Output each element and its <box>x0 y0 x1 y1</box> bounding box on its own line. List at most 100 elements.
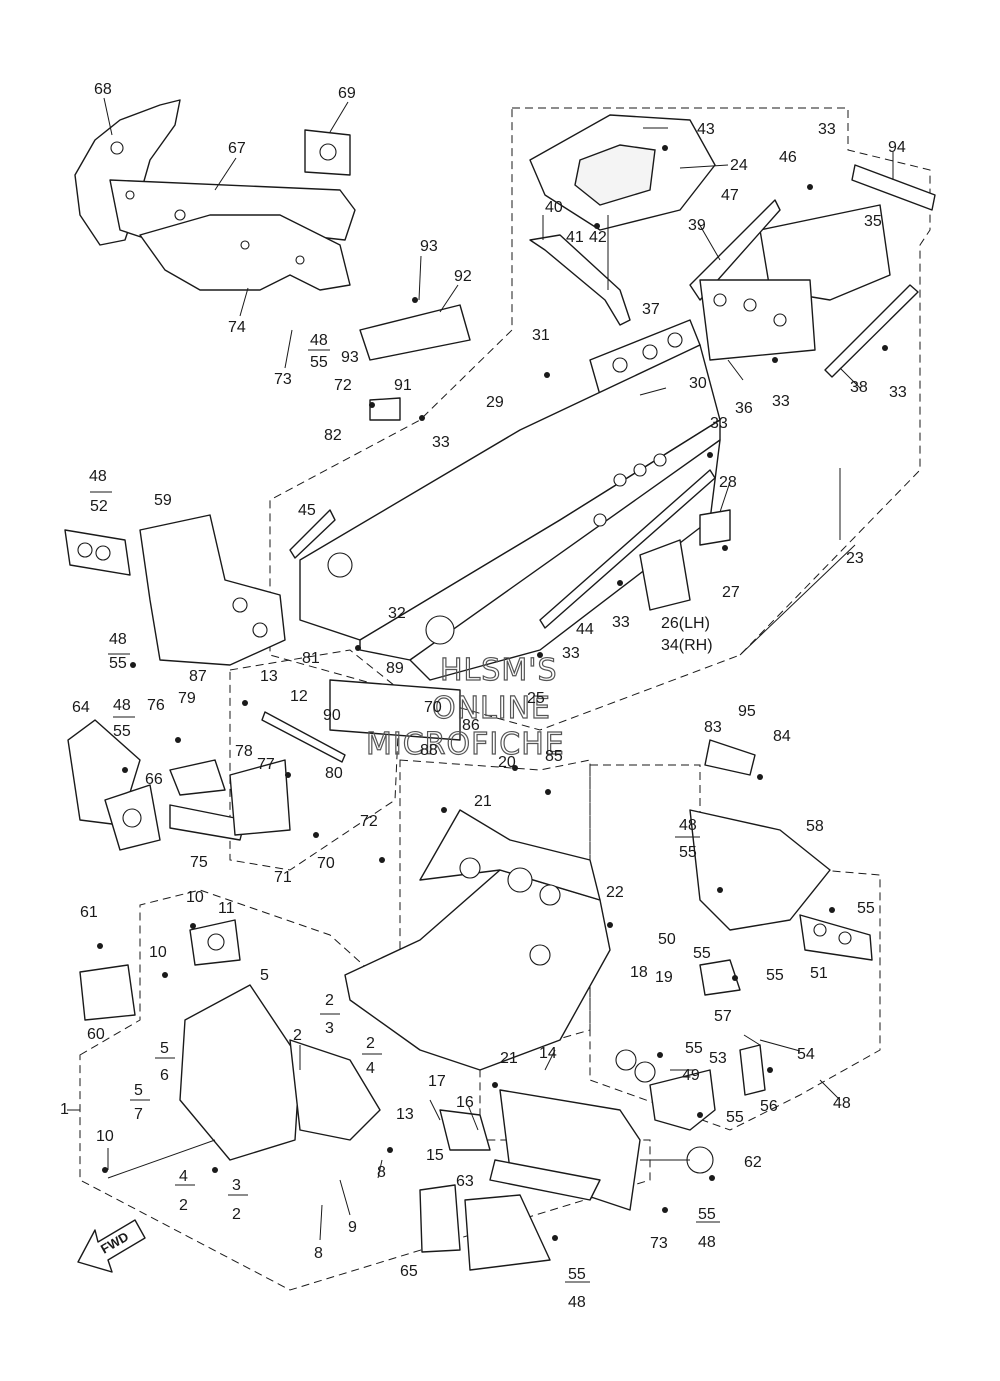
callout-11: 11 <box>218 900 235 917</box>
callout-15: 15 <box>426 1147 444 1164</box>
callout-brackets <box>90 349 720 1283</box>
callout-67: 67 <box>228 140 246 157</box>
callout-16: 16 <box>456 1094 474 1111</box>
callout-33: 33 <box>818 121 836 138</box>
callout-34-rh: 34(RH) <box>661 637 713 654</box>
callout-29: 29 <box>486 394 504 411</box>
callout-81: 81 <box>302 650 320 667</box>
callout-55: 55 <box>693 945 711 962</box>
callout-55: 55 <box>568 1266 586 1283</box>
callout-55: 55 <box>685 1040 703 1057</box>
callout-45: 45 <box>298 502 316 519</box>
callout-44: 44 <box>576 621 594 638</box>
callout-87: 87 <box>189 668 207 685</box>
callout-95: 95 <box>738 703 756 720</box>
callout-47: 47 <box>721 187 739 204</box>
callout-82: 82 <box>324 427 342 444</box>
tunnel-frame <box>289 304 731 681</box>
callout-61: 61 <box>80 904 98 921</box>
callout-58: 58 <box>806 818 824 835</box>
callout-84: 84 <box>773 728 791 745</box>
callout-94: 94 <box>888 139 906 156</box>
callout-6: 6 <box>160 1067 169 1084</box>
callout-37: 37 <box>642 301 660 318</box>
callout-77: 77 <box>257 756 275 773</box>
callout-36: 36 <box>735 400 753 417</box>
fasteners <box>97 145 888 1241</box>
callout-22: 22 <box>606 884 624 901</box>
part-67-front-frame <box>74 99 356 291</box>
callout-24: 24 <box>730 157 748 174</box>
callout-71: 71 <box>274 869 292 886</box>
callout-3: 3 <box>325 1020 334 1037</box>
callout-19: 19 <box>655 969 673 986</box>
part-69-bracket <box>304 129 351 176</box>
watermark-line-1: HLSM'S <box>440 653 558 688</box>
callout-4: 4 <box>179 1168 188 1185</box>
callout-32: 32 <box>388 605 406 622</box>
callout-21: 21 <box>474 793 492 810</box>
callout-25: 25 <box>527 690 545 707</box>
callout-52: 52 <box>90 498 108 515</box>
callout-33: 33 <box>432 434 450 451</box>
callout-62: 62 <box>744 1154 762 1171</box>
callout-10: 10 <box>186 889 204 906</box>
callout-73: 73 <box>274 371 292 388</box>
callout-3: 3 <box>232 1177 241 1194</box>
callout-50: 50 <box>658 931 676 948</box>
callout-83: 83 <box>704 719 722 736</box>
callout-91: 91 <box>394 377 412 394</box>
callout-56: 56 <box>760 1098 778 1115</box>
callout-5: 5 <box>260 967 269 984</box>
callout-28: 28 <box>719 474 737 491</box>
callout-41: 41 <box>566 229 584 246</box>
callout-31: 31 <box>532 327 550 344</box>
callout-63: 63 <box>456 1173 474 1190</box>
callout-80: 80 <box>325 765 343 782</box>
callout-79: 79 <box>178 690 196 707</box>
callout-2: 2 <box>179 1197 188 1214</box>
callout-54: 54 <box>797 1046 815 1063</box>
watermark-line-2: ONLINE <box>432 691 551 726</box>
callout-55: 55 <box>698 1206 716 1223</box>
callout-48: 48 <box>679 817 697 834</box>
callout-numbers: 68 69 67 74 73 48 55 93 92 93 91 72 82 3… <box>60 81 907 1311</box>
callout-10: 10 <box>96 1128 114 1145</box>
callout-21: 21 <box>500 1050 518 1067</box>
callout-89: 89 <box>386 660 404 677</box>
center-frame <box>344 809 611 1071</box>
callout-33: 33 <box>889 384 907 401</box>
front-suspension-frame <box>79 919 381 1161</box>
steering-parts <box>67 679 461 851</box>
callout-17: 17 <box>428 1073 446 1090</box>
callout-59: 59 <box>154 492 172 509</box>
callout-55: 55 <box>726 1109 744 1126</box>
callout-48: 48 <box>109 631 127 648</box>
callout-33: 33 <box>612 614 630 631</box>
callout-53: 53 <box>709 1050 727 1067</box>
callout-9: 9 <box>348 1219 357 1236</box>
callout-85: 85 <box>545 748 563 765</box>
callout-14: 14 <box>539 1045 557 1062</box>
forward-direction-arrow: FWD <box>77 1219 146 1273</box>
callout-2: 2 <box>293 1027 302 1044</box>
drive-parts <box>419 1049 714 1271</box>
watermark-line-3: MICROFICHE <box>366 727 565 762</box>
callout-20: 20 <box>498 754 516 771</box>
callout-39: 39 <box>688 217 706 234</box>
callout-48: 48 <box>310 332 328 349</box>
callout-23: 23 <box>846 550 864 567</box>
callout-76: 76 <box>147 697 165 714</box>
rear-parts <box>589 164 936 396</box>
callout-55: 55 <box>679 844 697 861</box>
callout-33: 33 <box>710 415 728 432</box>
part-24-carrier <box>529 114 716 326</box>
callout-10: 10 <box>149 944 167 961</box>
callout-7: 7 <box>134 1106 143 1123</box>
callout-2: 2 <box>232 1206 241 1223</box>
callout-69: 69 <box>338 85 356 102</box>
callout-5: 5 <box>134 1082 143 1099</box>
callout-33: 33 <box>562 645 580 662</box>
callout-64: 64 <box>72 699 90 716</box>
